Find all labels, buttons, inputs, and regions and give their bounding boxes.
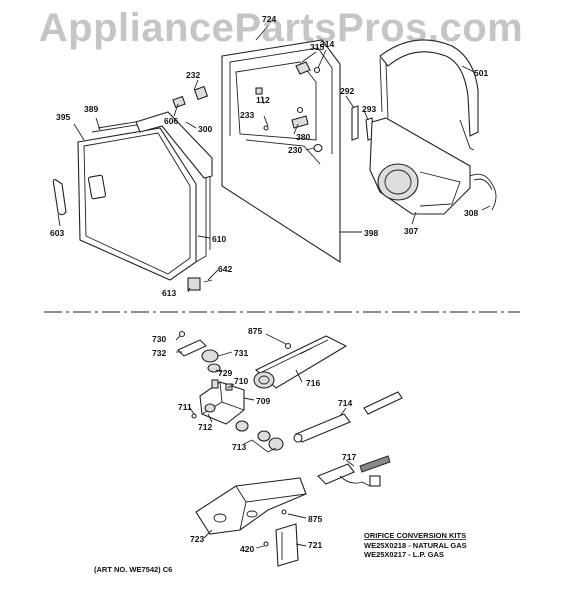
hinge-parts[interactable] (172, 85, 209, 109)
label-307: 307 (404, 226, 418, 236)
burner-bracket[interactable] (195, 477, 307, 535)
burner-tube[interactable] (253, 335, 348, 389)
label-112: 112 (256, 95, 270, 105)
label-308: 308 (464, 208, 478, 218)
flame-sensor[interactable] (177, 330, 221, 373)
label-610: 610 (212, 234, 226, 244)
label-714: 714 (338, 398, 352, 408)
door-seal[interactable] (135, 111, 213, 179)
cover-plate[interactable] (263, 342, 299, 567)
label-395: 395 (56, 112, 70, 122)
label-292: 292 (340, 86, 354, 96)
door-handle[interactable] (52, 179, 67, 216)
label-723: 723 (190, 534, 204, 544)
label-732: 732 (152, 348, 166, 358)
label-711: 711 (178, 402, 192, 412)
label-731: 731 (234, 348, 248, 358)
orifice-kit-natural: WE25X0218 - NATURAL GAS (364, 541, 467, 550)
label-875-top: 875 (248, 326, 262, 336)
label-293: 293 (362, 104, 376, 114)
label-713: 713 (232, 442, 246, 452)
label-712: 712 (198, 422, 212, 432)
igniter[interactable] (317, 455, 391, 487)
door-outer-panel[interactable] (77, 127, 197, 281)
panel-clips[interactable] (255, 61, 323, 153)
art-number: (ART NO. WE7542) C6 (94, 565, 172, 574)
label-724: 724 (262, 14, 276, 24)
front-bulkhead[interactable] (369, 117, 471, 215)
front-panel[interactable] (221, 39, 341, 264)
label-603: 603 (50, 228, 64, 238)
label-606: 606 (164, 116, 178, 126)
label-300: 300 (198, 124, 212, 134)
orifice-kit-lp: WE25X0217 - L.P. GAS (364, 550, 444, 559)
label-314: 314 (320, 39, 334, 49)
gas-valve[interactable] (191, 379, 245, 425)
gas-pipe[interactable] (293, 391, 403, 443)
label-398: 398 (364, 228, 378, 238)
orifice-kits-title: ORIFICE CONVERSION KITS (364, 531, 466, 540)
label-315: 315 (310, 42, 324, 52)
valve-coils[interactable] (235, 420, 284, 453)
label-642: 642 (218, 264, 232, 274)
label-710: 710 (234, 376, 248, 386)
label-875-bottom: 875 (308, 514, 322, 524)
label-501: 501 (474, 68, 488, 78)
label-230: 230 (288, 145, 302, 155)
label-716: 716 (306, 378, 320, 388)
label-729: 729 (218, 368, 232, 378)
lint-duct-ring[interactable] (379, 39, 479, 151)
label-233: 233 (240, 110, 254, 120)
label-721: 721 (308, 540, 322, 550)
label-389: 389 (84, 104, 98, 114)
label-717: 717 (342, 452, 356, 462)
label-380: 380 (296, 132, 310, 142)
label-613: 613 (162, 288, 176, 298)
label-730: 730 (152, 334, 166, 344)
label-232: 232 (186, 70, 200, 80)
door-switch[interactable] (187, 277, 213, 291)
bulkhead-felt-seal[interactable] (469, 173, 497, 211)
label-420: 420 (240, 544, 254, 554)
label-709: 709 (256, 396, 270, 406)
